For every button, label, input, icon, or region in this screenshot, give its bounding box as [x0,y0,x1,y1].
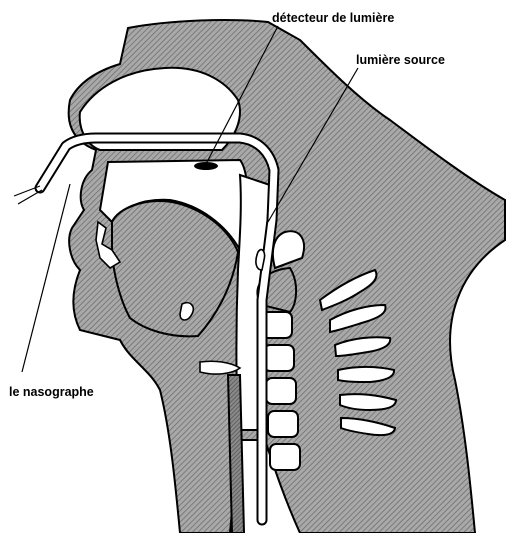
leader-nasograph [22,184,70,372]
trachea [228,375,244,533]
light-source-element [256,250,265,270]
label-light-detector: détecteur de lumière [272,11,394,25]
label-nasograph: le nasographe [9,385,94,399]
label-light-source: lumière source [356,53,445,67]
